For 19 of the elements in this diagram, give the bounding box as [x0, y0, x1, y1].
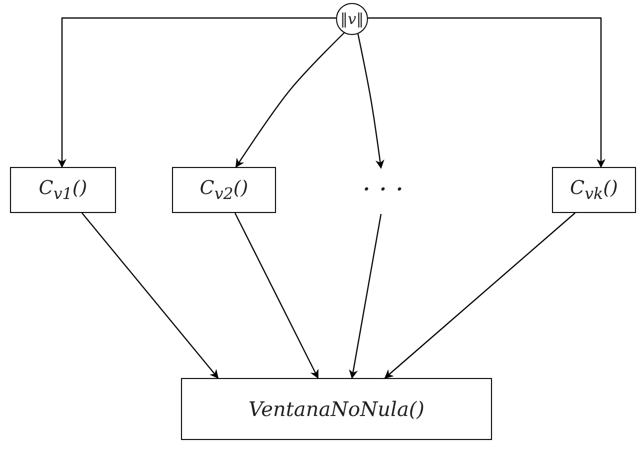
- ellipsis-label: · · ·: [362, 175, 404, 205]
- arrow: [82, 212, 219, 379]
- arrow: [368, 17, 606, 168]
- arrow: [236, 32, 346, 168]
- function-box: [172, 167, 276, 213]
- arrow: [58, 17, 336, 168]
- function-label: C$_{vk}$(): [570, 177, 618, 203]
- function-box: [10, 167, 116, 213]
- function-label: C$_{v2}$(): [200, 177, 248, 203]
- arrow: [348, 214, 382, 379]
- function-box: [181, 378, 492, 440]
- function-box: [552, 167, 636, 213]
- arrow: [234, 212, 319, 379]
- function-label: C$_{v1}$(): [38, 177, 88, 203]
- arrow: [384, 212, 576, 379]
- function-label: VentanaNoNula(): [248, 397, 424, 421]
- function-label: ‖v‖: [340, 10, 364, 28]
- arrow: [357, 34, 384, 169]
- norm-circle: [336, 3, 368, 35]
